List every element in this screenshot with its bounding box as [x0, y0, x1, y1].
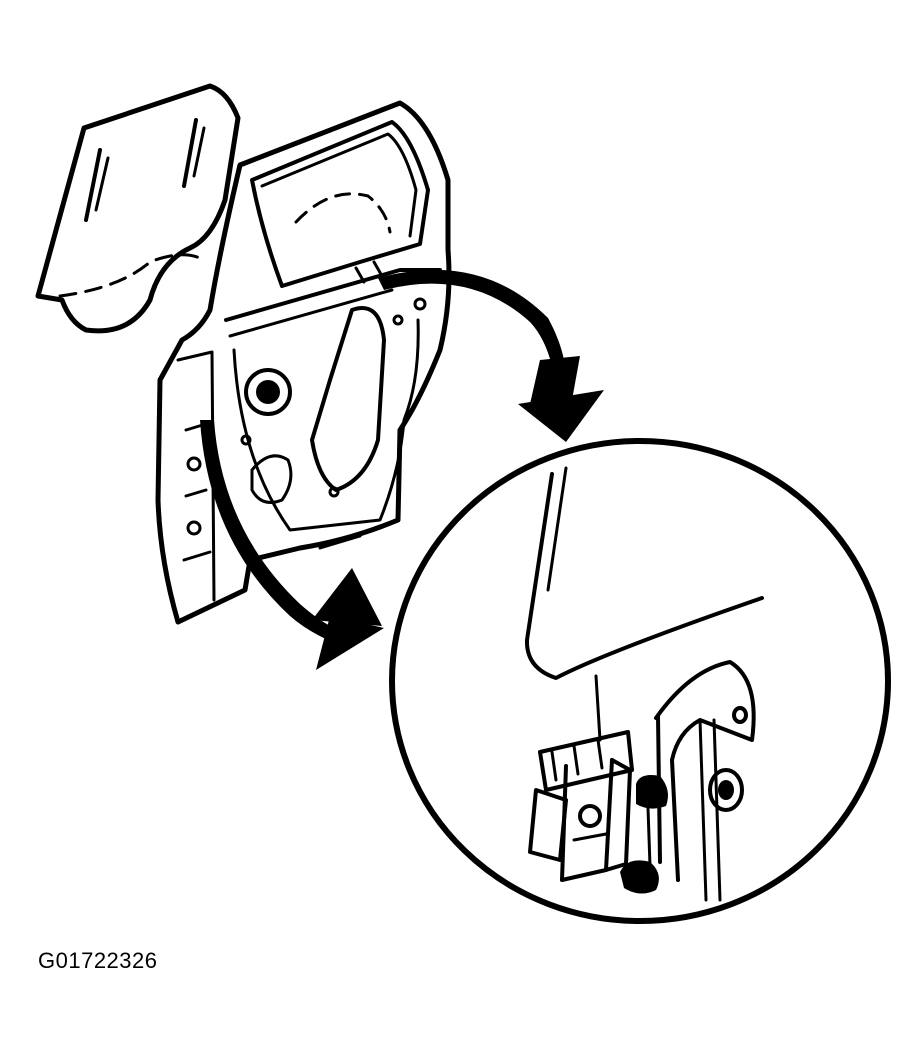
arrow-lower [200, 420, 384, 670]
roller-guide [620, 775, 668, 894]
window-glass [35, 83, 241, 334]
rear-door-assembly [155, 100, 452, 625]
detail-view-circle [389, 438, 891, 924]
arrow-upper [378, 269, 604, 442]
glass-clip [528, 730, 634, 882]
figure-caption: G01722326 [38, 948, 158, 973]
